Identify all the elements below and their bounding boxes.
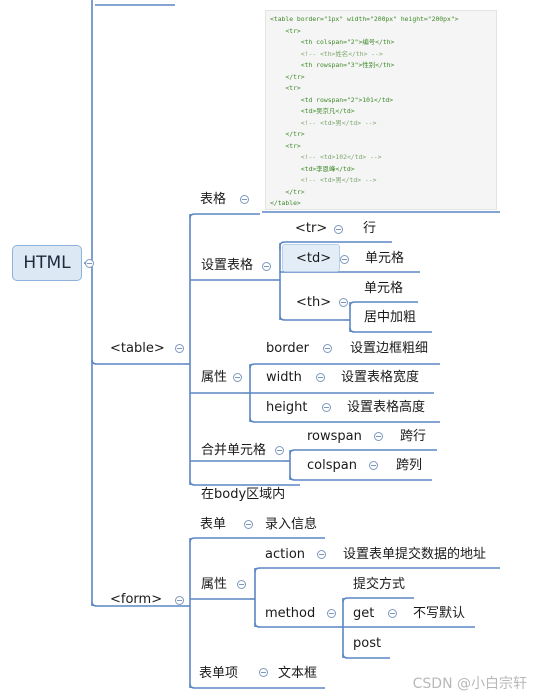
collapse-toggle-icon[interactable] bbox=[339, 298, 348, 307]
collapse-toggle-icon[interactable] bbox=[259, 668, 268, 677]
node-tr[interactable]: <tr> bbox=[295, 221, 328, 236]
code-line: <td>吴京凡</td> bbox=[270, 107, 355, 115]
node-get[interactable]: get bbox=[353, 606, 375, 621]
node-td[interactable]: <td> bbox=[296, 251, 332, 266]
node-shezhi-biaoge[interactable]: 设置表格 bbox=[201, 258, 254, 273]
collapse-toggle-icon[interactable] bbox=[388, 609, 397, 618]
collapse-toggle-icon[interactable] bbox=[175, 344, 184, 353]
node-form-shuxing[interactable]: 属性 bbox=[201, 577, 228, 592]
code-line: </tr> bbox=[270, 72, 305, 81]
code-line: <th colspan="2">编号</th> bbox=[270, 38, 395, 46]
code-line: </tr> bbox=[270, 187, 305, 196]
node-biaoge[interactable]: 表格 bbox=[200, 192, 227, 207]
code-line: </table> bbox=[270, 199, 301, 207]
node-get-desc[interactable]: 不写默认 bbox=[413, 606, 466, 621]
node-biaodanxiang[interactable]: 表单项 bbox=[199, 666, 239, 681]
code-line: <tr> bbox=[270, 84, 301, 92]
node-method[interactable]: method bbox=[265, 606, 316, 621]
code-line: <!-- <td>102</td> --> bbox=[270, 153, 382, 161]
code-line: <!-- <th>姓名</th> --> bbox=[270, 49, 383, 58]
collapse-toggle-icon[interactable] bbox=[85, 259, 94, 268]
collapse-toggle-icon[interactable] bbox=[240, 195, 249, 204]
code-line: <tr> bbox=[270, 26, 301, 35]
node-hebing[interactable]: 合并单元格 bbox=[201, 443, 267, 458]
node-wenbenkuang[interactable]: 文本框 bbox=[278, 666, 318, 681]
node-table[interactable]: <table> bbox=[110, 341, 165, 356]
code-line: <table border="1px" width="200px" height… bbox=[270, 15, 459, 23]
node-form[interactable]: <form> bbox=[110, 592, 163, 607]
node-tijiao[interactable]: 提交方式 bbox=[353, 577, 406, 592]
node-colspan-desc[interactable]: 跨列 bbox=[396, 458, 423, 473]
collapse-toggle-icon[interactable] bbox=[316, 373, 325, 382]
collapse-toggle-icon[interactable] bbox=[275, 446, 284, 455]
node-biaodan[interactable]: 表单 bbox=[200, 517, 227, 532]
node-border-desc[interactable]: 设置边框粗细 bbox=[350, 341, 429, 356]
node-action[interactable]: action bbox=[265, 547, 306, 562]
watermark: CSDN @小白宗轩 bbox=[412, 676, 527, 692]
collapse-toggle-icon[interactable] bbox=[327, 609, 336, 618]
node-shuxing[interactable]: 属性 bbox=[201, 370, 228, 385]
node-colspan[interactable]: colspan bbox=[307, 458, 357, 473]
code-snippet-image: <table border="1px" width="200px" height… bbox=[265, 10, 497, 210]
node-th-desc-2[interactable]: 居中加粗 bbox=[364, 310, 417, 325]
code-line: <!-- <td>男</td> --> bbox=[270, 118, 377, 127]
node-border[interactable]: border bbox=[266, 341, 309, 356]
node-width[interactable]: width bbox=[266, 370, 302, 385]
collapse-toggle-icon[interactable] bbox=[244, 520, 253, 529]
collapse-toggle-icon[interactable] bbox=[322, 403, 331, 412]
collapse-toggle-icon[interactable] bbox=[233, 373, 242, 382]
node-width-desc[interactable]: 设置表格宽度 bbox=[341, 370, 420, 385]
code-line: <!-- <td>男</td> --> bbox=[270, 176, 377, 184]
node-th-desc-1[interactable]: 单元格 bbox=[364, 281, 404, 296]
collapse-toggle-icon[interactable] bbox=[374, 432, 383, 441]
code-line: <tr> bbox=[270, 141, 301, 150]
node-action-desc[interactable]: 设置表单提交数据的地址 bbox=[343, 547, 487, 562]
collapse-toggle-icon[interactable] bbox=[175, 596, 184, 605]
collapse-toggle-icon[interactable] bbox=[262, 262, 271, 271]
node-height-desc[interactable]: 设置表格高度 bbox=[347, 400, 426, 415]
collapse-toggle-icon[interactable] bbox=[334, 225, 343, 234]
selected-node-highlight bbox=[282, 244, 340, 272]
collapse-toggle-icon[interactable] bbox=[317, 550, 326, 559]
node-body-area[interactable]: 在body区域内 bbox=[201, 487, 286, 502]
node-td-desc[interactable]: 单元格 bbox=[365, 251, 405, 266]
node-post[interactable]: post bbox=[353, 636, 382, 651]
node-rowspan[interactable]: rowspan bbox=[307, 429, 362, 444]
code-line: <td>李恩峰</td> bbox=[270, 164, 355, 173]
root-node[interactable]: HTML bbox=[12, 245, 82, 281]
node-height[interactable]: height bbox=[266, 400, 308, 415]
collapse-toggle-icon[interactable] bbox=[340, 255, 349, 264]
code-line: <td rowspan="2">101</td> bbox=[270, 95, 394, 104]
code-line: <th rowspan="3">性别</th> bbox=[270, 61, 395, 69]
collapse-toggle-icon[interactable] bbox=[323, 344, 332, 353]
code-line: </tr> bbox=[270, 130, 305, 138]
collapse-toggle-icon[interactable] bbox=[369, 461, 378, 470]
node-luru[interactable]: 录入信息 bbox=[265, 517, 318, 532]
collapse-toggle-icon[interactable] bbox=[237, 580, 246, 589]
node-tr-desc[interactable]: 行 bbox=[363, 221, 377, 236]
node-th[interactable]: <th> bbox=[296, 295, 332, 310]
node-rowspan-desc[interactable]: 跨行 bbox=[400, 429, 427, 444]
